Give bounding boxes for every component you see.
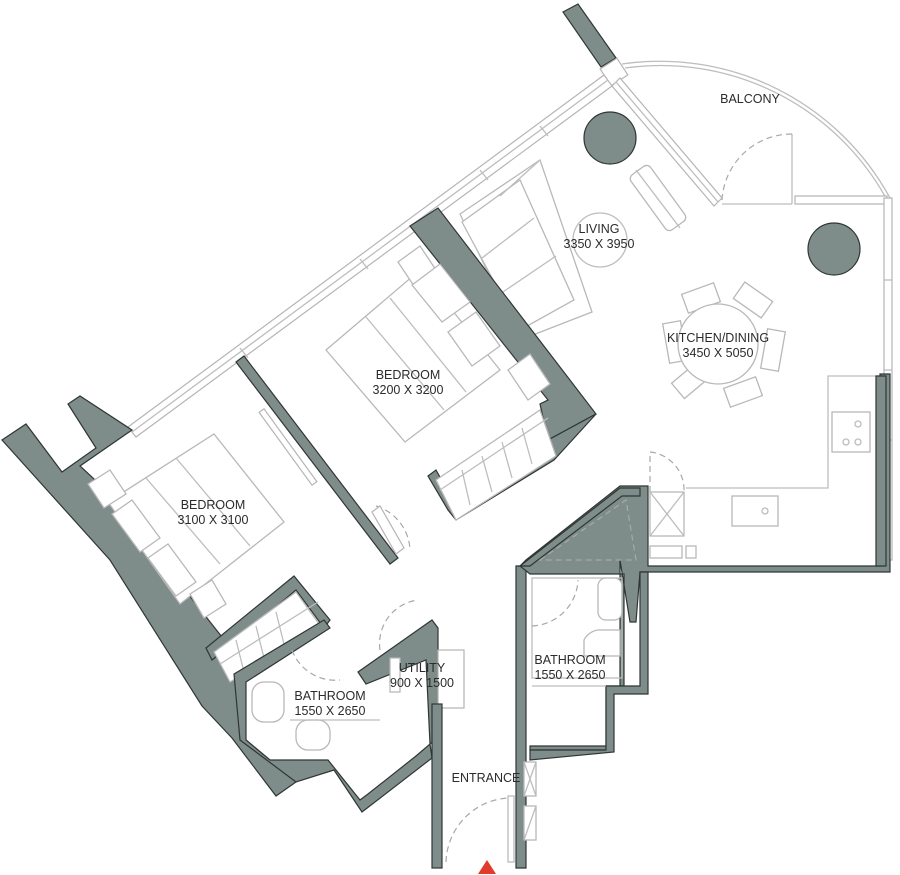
- balcony-door: [721, 133, 793, 205]
- wall-west: [1, 395, 297, 797]
- room-name: BEDROOM: [180, 498, 246, 512]
- wardrobe-bedroom-1: [435, 408, 557, 521]
- column: [583, 111, 637, 165]
- room-label-balcony: BALCONY: [720, 92, 780, 107]
- wall-north-stub: [562, 3, 617, 68]
- column: [807, 222, 861, 276]
- bed-bedroom-1: [325, 245, 551, 443]
- window-facade: [127, 74, 723, 438]
- room-size: 3200 X 3200: [372, 383, 444, 397]
- bed-bedroom-2: [87, 433, 285, 619]
- bathroom-1-fixtures: [251, 649, 380, 751]
- room-label-bathroom-1: BATHROOM 1550 X 2650: [294, 689, 365, 719]
- fridge: [649, 451, 697, 559]
- wall-bathroom-2-right: [529, 571, 649, 761]
- dining-table: [661, 281, 787, 409]
- room-size: 1550 X 2650: [294, 704, 366, 718]
- shower: [538, 498, 637, 561]
- room-size: 900 X 1500: [390, 676, 454, 690]
- wall-bathroom-2-diag: [518, 487, 641, 567]
- room-name: KITCHEN/DINING: [666, 331, 770, 345]
- room-name: ENTRANCE: [451, 771, 521, 785]
- room-size: 3350 X 3950: [563, 237, 635, 251]
- utility-door: [378, 599, 465, 709]
- room-label-bedroom-2: BEDROOM 3100 X 3100: [178, 498, 249, 528]
- room-label-bedroom-1: BEDROOM 3200 X 3200: [373, 368, 444, 398]
- room-name: BATHROOM: [534, 653, 606, 667]
- room-label-utility: UTILITY 900 X 1500: [390, 661, 454, 691]
- room-size: 1550 X 2650: [534, 668, 606, 682]
- entry-arrow-icon: [478, 860, 496, 874]
- room-label-kitchen-dining: KITCHEN/DINING 3450 X 5050: [667, 331, 769, 361]
- room-name: UTILITY: [398, 661, 446, 675]
- room-name: BATHROOM: [294, 689, 366, 703]
- room-size: 3100 X 3100: [177, 513, 249, 527]
- wall-bathroom-1: [233, 619, 433, 813]
- room-name: BEDROOM: [375, 368, 441, 382]
- tv-unit: [629, 164, 687, 232]
- room-name: BALCONY: [720, 92, 780, 106]
- wall-between-bedrooms: [235, 355, 399, 565]
- bathroom-2-fixtures: [531, 577, 623, 687]
- room-name: LIVING: [578, 222, 620, 236]
- room-label-entrance: ENTRANCE: [452, 771, 521, 786]
- wall-entrance-west: [431, 703, 443, 869]
- entrance-door: [445, 761, 537, 863]
- room-label-bathroom-2: BATHROOM 1550 X 2650: [534, 653, 605, 683]
- room-label-living: LIVING 3350 X 3950: [564, 222, 635, 252]
- room-size: 3450 X 5050: [682, 346, 754, 360]
- kitchen-counter: [686, 375, 887, 567]
